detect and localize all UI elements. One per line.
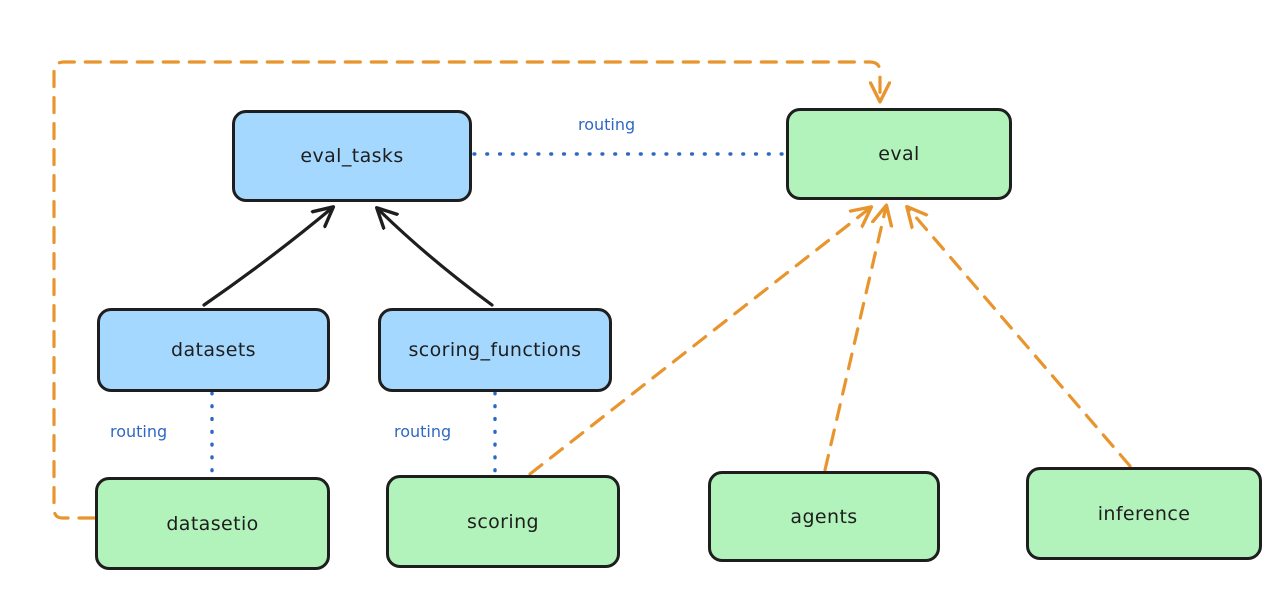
node-label: eval_tasks xyxy=(300,145,404,167)
node-datasetio[interactable]: datasetio xyxy=(95,477,330,570)
edge-label-routing-scoring: routing xyxy=(394,422,452,441)
node-eval-tasks[interactable]: eval_tasks xyxy=(232,110,472,202)
node-label: datasetio xyxy=(166,512,259,535)
node-label: scoring xyxy=(467,510,539,533)
node-eval[interactable]: eval xyxy=(786,108,1012,200)
node-inference[interactable]: inference xyxy=(1026,467,1262,560)
node-scoring-functions[interactable]: scoring_functions xyxy=(378,308,612,392)
edge-scoring-to-eval xyxy=(528,208,870,476)
edge-scoring-functions-to-eval-tasks xyxy=(378,209,494,307)
node-label: datasets xyxy=(171,339,256,361)
node-label: scoring_functions xyxy=(408,339,582,361)
node-label: agents xyxy=(790,505,858,528)
edge-agents-to-eval xyxy=(823,207,886,472)
edge-label-routing-eval: routing xyxy=(578,115,636,134)
node-agents[interactable]: agents xyxy=(708,471,940,562)
edge-label-routing-datasetio: routing xyxy=(110,422,168,441)
node-datasets[interactable]: datasets xyxy=(97,308,330,392)
edge-datasetio-to-eval xyxy=(52,60,880,520)
node-label: inference xyxy=(1097,502,1191,525)
node-scoring[interactable]: scoring xyxy=(386,475,620,568)
node-label: eval xyxy=(878,143,920,165)
edge-datasets-to-eval-tasks xyxy=(202,208,332,307)
edge-inference-to-eval xyxy=(908,208,1132,468)
